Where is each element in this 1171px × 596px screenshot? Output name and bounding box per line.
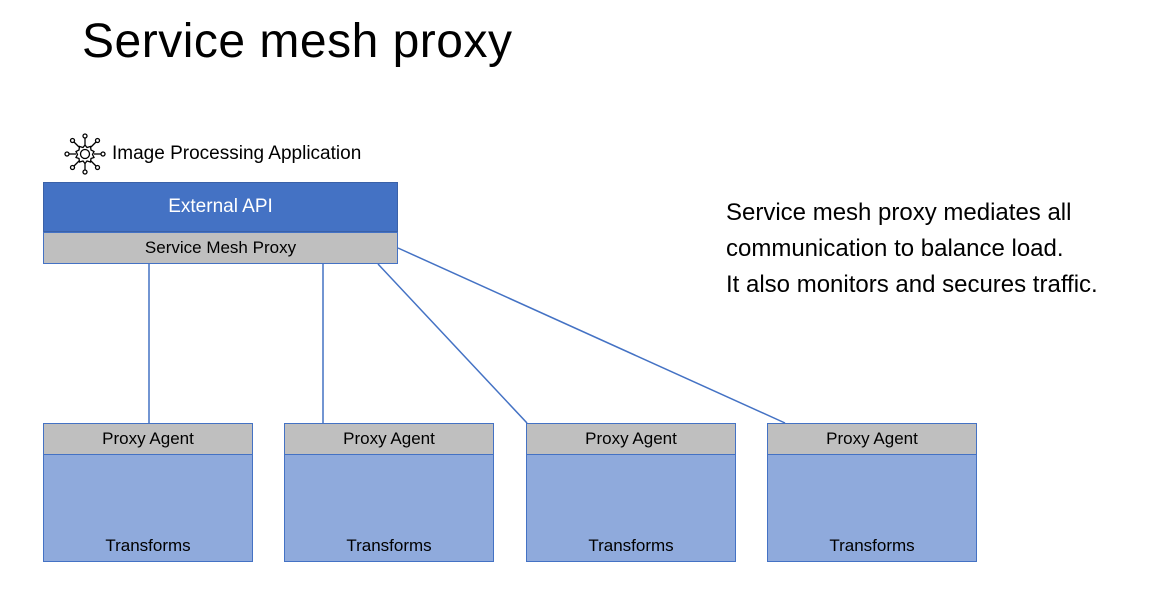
slide-title: Service mesh proxy bbox=[82, 15, 513, 68]
transforms-label: Transforms bbox=[767, 455, 977, 562]
service-node: Proxy Agent Transforms bbox=[43, 423, 253, 562]
application-label: Image Processing Application bbox=[112, 143, 362, 164]
proxy-agent-label: Proxy Agent bbox=[43, 423, 253, 455]
service-node: Proxy Agent Transforms bbox=[284, 423, 494, 562]
proxy-agent-label: Proxy Agent bbox=[526, 423, 736, 455]
transforms-label: Transforms bbox=[526, 455, 736, 562]
service-node: Proxy Agent Transforms bbox=[767, 423, 977, 562]
transforms-label: Transforms bbox=[284, 455, 494, 562]
service-mesh-proxy-box: Service Mesh Proxy bbox=[43, 232, 398, 264]
note-line: communication to balance load. bbox=[726, 235, 1064, 262]
external-api-box: External API bbox=[43, 182, 398, 232]
proxy-agent-label: Proxy Agent bbox=[767, 423, 977, 455]
network-gear-icon bbox=[62, 132, 108, 176]
service-node: Proxy Agent Transforms bbox=[526, 423, 736, 562]
description-note: Service mesh proxy mediates all communic… bbox=[726, 195, 1098, 303]
proxy-agent-label: Proxy Agent bbox=[284, 423, 494, 455]
transforms-label: Transforms bbox=[43, 455, 253, 562]
connector-line bbox=[377, 263, 528, 424]
note-line: It also monitors and secures traffic. bbox=[726, 271, 1098, 298]
application-header: Image Processing Application bbox=[62, 132, 361, 176]
note-line: Service mesh proxy mediates all bbox=[726, 199, 1072, 226]
